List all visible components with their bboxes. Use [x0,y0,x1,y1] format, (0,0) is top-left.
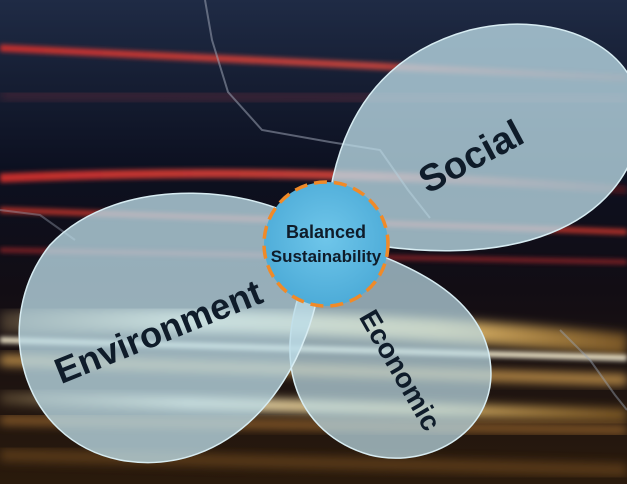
petal-environment [18,192,326,464]
petal-social [324,23,627,252]
center-node: Balanced Sustainability [262,180,390,308]
center-label-line1: Balanced [286,222,366,242]
center-label-line2: Sustainability [271,247,382,266]
center-circle [262,180,390,308]
